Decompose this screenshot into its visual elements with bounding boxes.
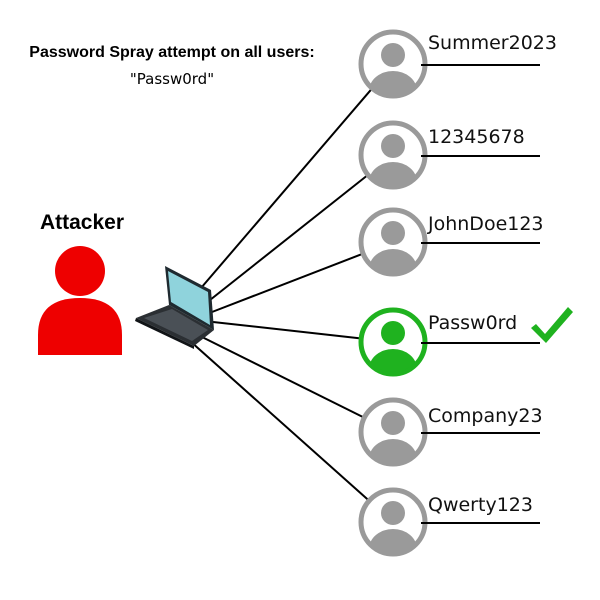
user-avatar-icon <box>358 29 428 99</box>
user-avatar-icon <box>358 397 428 467</box>
spray-connection-line <box>189 340 369 501</box>
connection-lines <box>189 89 372 501</box>
laptop-icon <box>135 266 214 349</box>
user-avatar-icon <box>358 307 428 377</box>
user-avatar-icon <box>358 487 428 557</box>
spray-connection-line <box>211 253 362 313</box>
password-label-12345678: 12345678 <box>428 126 525 148</box>
password-label-passw0rd: Passw0rd <box>428 312 518 334</box>
spray-connection-line <box>199 335 364 418</box>
password-label-company23: Company23 <box>428 405 543 427</box>
caption-title: Password Spray attempt on all users: <box>29 44 315 61</box>
attacker-label: Attacker <box>39 211 125 234</box>
password-label-summer2023: Summer2023 <box>428 32 557 54</box>
spray-connection-line <box>209 175 368 301</box>
checkmark-icon <box>531 307 573 343</box>
spray-connection-line <box>200 89 372 289</box>
spray-connection-line <box>212 321 360 340</box>
attacker-person-icon <box>38 246 122 355</box>
password-label-qwerty123: Qwerty123 <box>428 494 533 516</box>
user-nodes <box>358 29 573 557</box>
password-label-johndoe123: JohnDoe123 <box>428 213 544 235</box>
user-avatar-icon <box>358 120 428 190</box>
sprayed-password-label: "Passw0rd" <box>129 70 215 88</box>
user-avatar-icon <box>358 207 428 277</box>
